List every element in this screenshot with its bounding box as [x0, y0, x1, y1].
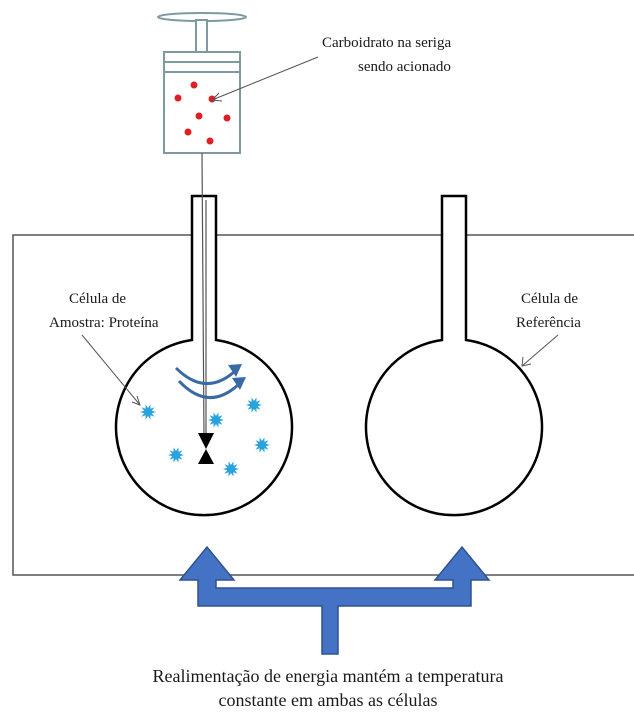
protein-icon [246, 397, 262, 413]
stir-arrowhead [228, 364, 242, 377]
caption-line1: Realimentação de energia mantém a temper… [153, 666, 504, 686]
syringe-barrel [163, 51, 241, 154]
carbohydrate-dot [223, 114, 231, 122]
syringe-label-line1: Carboidrato na seriga [322, 35, 451, 51]
carbohydrate-dot [195, 112, 203, 120]
sample-cell-label-line2: Amostra: Proteína [49, 315, 159, 331]
protein-icon [140, 404, 156, 420]
caption-line2: constante em ambas as células [219, 690, 438, 710]
syringe [157, 12, 247, 154]
stir-arrows-icon [174, 366, 240, 400]
carbohydrate-dot [208, 95, 216, 103]
stir-arrowhead [232, 377, 246, 390]
adiabatic-jacket [12, 234, 634, 576]
carbohydrate-dot [190, 81, 198, 89]
syringe-label-line2: sendo acionado [358, 59, 451, 75]
sample-cell-label-line1: Célula de [69, 291, 126, 307]
carbohydrate-dot [174, 94, 182, 102]
stirrer-icon [198, 433, 214, 464]
leader-arrowhead [521, 356, 532, 367]
reference-cell-label-line2: Referência [516, 315, 581, 331]
carbohydrate-dot [206, 137, 214, 145]
leader-lines [81, 56, 559, 406]
protein-icon [254, 437, 270, 453]
protein-icon [223, 461, 239, 477]
protein-icon [168, 447, 184, 463]
reference-cell [364, 194, 544, 517]
protein-icon [208, 412, 224, 428]
leader-arrowhead [131, 395, 141, 406]
leader-arrowhead [210, 92, 223, 102]
reference-cell-label-line1: Célula de [521, 291, 578, 307]
injection-needle [201, 152, 205, 441]
protein-icons [140, 397, 270, 477]
energy-feedback-arrow[interactable] [178, 545, 491, 655]
carbohydrate-dot [184, 128, 192, 136]
syringe-plunger-rod [195, 19, 208, 53]
